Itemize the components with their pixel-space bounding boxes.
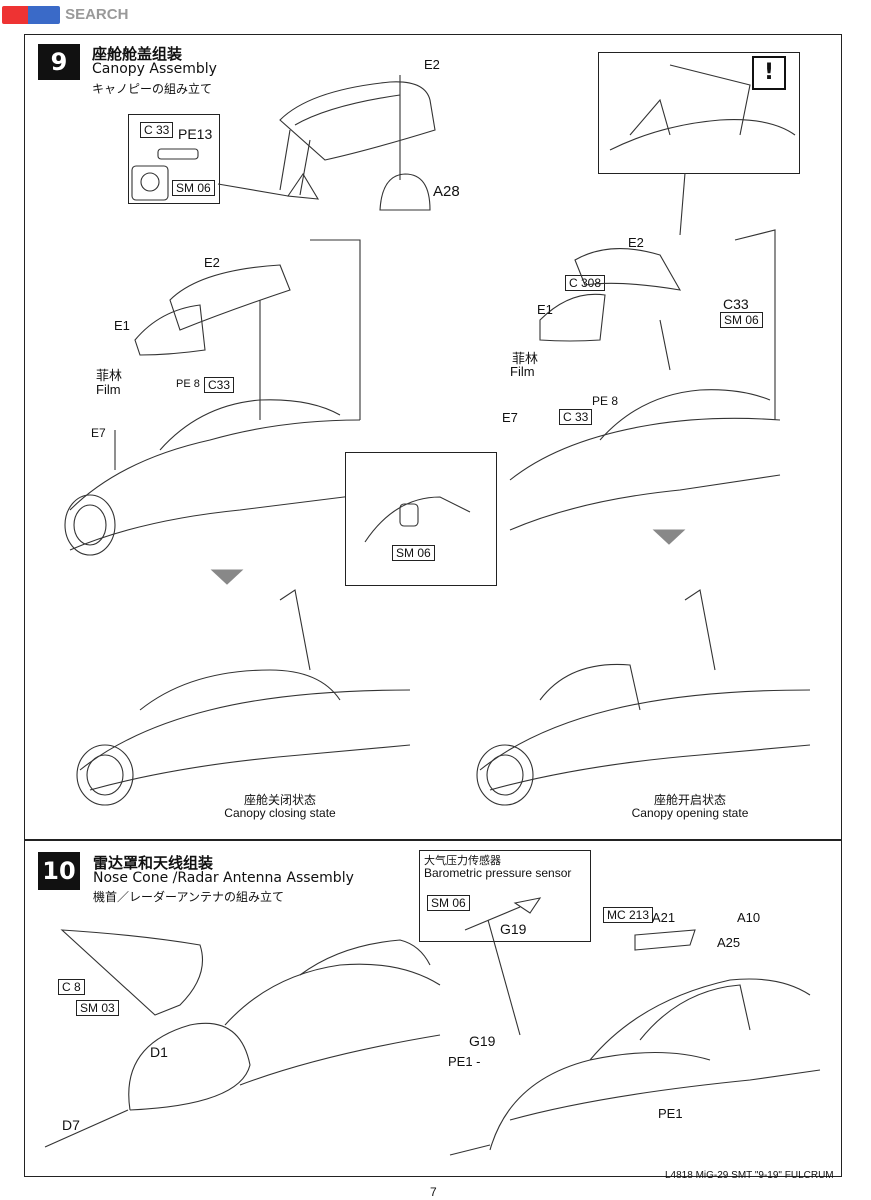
- label-film-en-left: Film: [96, 382, 121, 397]
- watermark-mark: [2, 5, 60, 24]
- detail-drawing: [364, 496, 471, 543]
- caption-closed-cn: 座舱关闭状态: [243, 793, 316, 807]
- sensor-inset: [419, 850, 591, 942]
- caption-open-en: Canopy opening state: [631, 806, 749, 820]
- inset-drawings: [131, 148, 320, 201]
- label-pe8-right: PE 8: [592, 394, 619, 408]
- label-pe8-left: PE 8: [176, 378, 200, 390]
- step10-number: 10: [38, 852, 80, 890]
- arrow-down-right: [652, 529, 686, 545]
- label-e2-right: E2: [628, 235, 644, 250]
- caption-open-cn: 座舱开启状态: [653, 793, 726, 807]
- paint-sm06-detail: SM 06: [392, 545, 435, 561]
- open-state-drawing: [476, 589, 811, 806]
- step10-frame: [24, 839, 842, 1177]
- caption-closed-en: Canopy closing state: [224, 806, 336, 820]
- closed-state-drawing: [76, 589, 411, 806]
- label-g19-box: G19: [500, 921, 527, 937]
- label-e7-left: E7: [91, 426, 106, 440]
- label-film-en-right: Film: [510, 364, 535, 379]
- label-e2-left: E2: [204, 255, 220, 270]
- label-c33-right: C33: [723, 296, 749, 312]
- sensor-drawing: [464, 897, 542, 931]
- paint-sm03: SM 03: [76, 1000, 119, 1016]
- step9-title-cn: 座舱舱盖组装: [92, 45, 183, 63]
- label-a21: A21: [652, 910, 676, 925]
- detail-inset: [345, 452, 497, 586]
- label-e1-left: E1: [114, 318, 130, 333]
- label-pe13: PE13: [178, 126, 213, 142]
- label-a10: A10: [737, 910, 761, 925]
- step9-number: 9: [38, 44, 80, 80]
- footer-model: L4818 MiG-29 SMT "9-19" FULCRUM: [665, 1170, 834, 1181]
- step10-title-cn: 雷达罩和天线组装: [93, 854, 214, 872]
- warning-inset: [598, 52, 800, 174]
- step9-title-en: Canopy Assembly: [92, 61, 217, 77]
- label-e1-right: E1: [537, 302, 553, 317]
- paint-c8: C 8: [58, 979, 85, 995]
- left-fuselage-drawing: [64, 239, 361, 556]
- watermark-logo: SEARCH: [2, 4, 162, 24]
- watermark-text: SEARCH: [65, 6, 129, 23]
- label-d7: D7: [62, 1117, 80, 1133]
- right-fuselage-drawing: [509, 229, 781, 531]
- paint-inset: [128, 114, 220, 204]
- paint-c308: C 308: [565, 275, 606, 291]
- footer-page: 7: [430, 1185, 437, 1199]
- label-a28: A28: [433, 183, 460, 200]
- label-g19: G19: [469, 1033, 496, 1049]
- label-pe1-left: PE1 -: [448, 1054, 481, 1069]
- step9-frame: [24, 34, 842, 841]
- step10-title-en: Nose Cone /Radar Antenna Assembly: [93, 870, 354, 886]
- arrow-down-left: [210, 569, 244, 585]
- paint-c33-left: C33: [204, 377, 235, 393]
- label-film-cn-left: 菲林: [96, 368, 123, 383]
- step10-title-jp: 機首／レーダーアンテナの組み立て: [93, 890, 285, 904]
- label-e2-top: E2: [424, 57, 440, 72]
- paint-sm06-sensor: SM 06: [427, 895, 470, 911]
- step9-title-jp: キャノピーの組み立て: [92, 82, 213, 96]
- label-pe1-right: PE1: [658, 1106, 683, 1121]
- label-d1: D1: [150, 1044, 168, 1060]
- right-nose-drawing: [449, 919, 821, 1156]
- canopy-e2-drawing: [279, 75, 436, 211]
- label-film-cn-right: 菲林: [512, 351, 539, 366]
- sensor-title-en: Barometric pressure sensor: [424, 866, 572, 880]
- label-e7-right: E7: [502, 410, 518, 425]
- paint-c33-right2: C 33: [559, 409, 593, 425]
- label-a25: A25: [717, 935, 741, 950]
- paint-sm06-right: SM 06: [720, 312, 763, 328]
- paint-mc213: MC 213: [603, 907, 654, 923]
- nose-cone-drawing: [44, 929, 441, 1148]
- paint-sm06-inset: SM 06: [172, 180, 215, 196]
- sensor-title-cn: 大气压力传感器: [424, 855, 501, 867]
- warning-drawing: [609, 64, 796, 236]
- paint-c33: C 33: [140, 122, 174, 138]
- warning-icon: !: [752, 56, 786, 90]
